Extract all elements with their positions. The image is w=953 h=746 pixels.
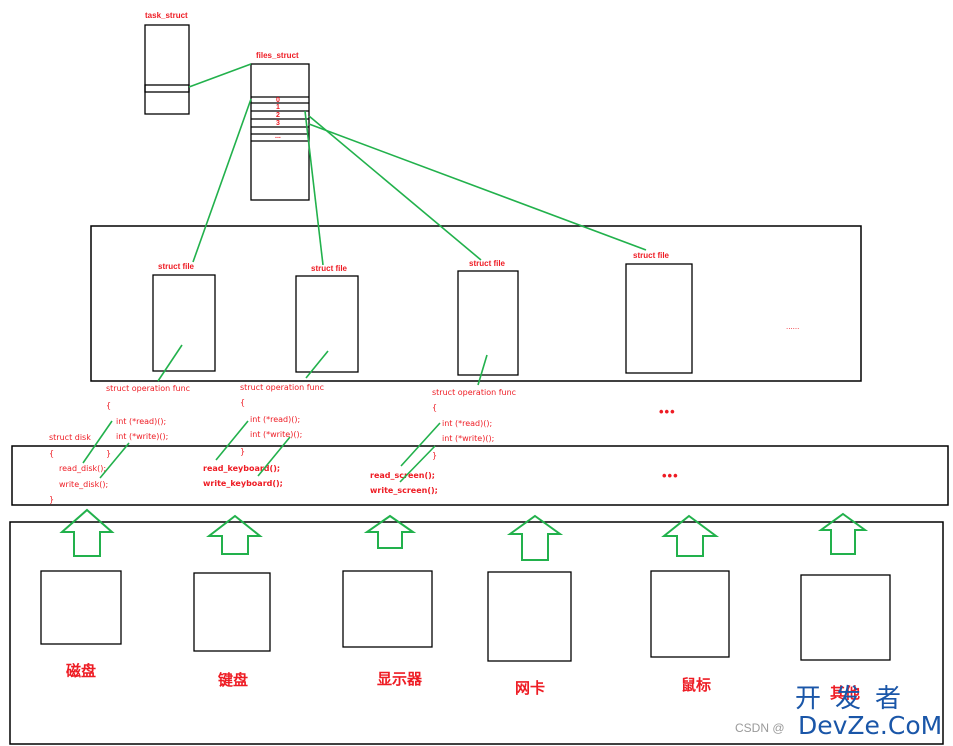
fd-index-0: 0 — [276, 97, 280, 104]
ops-read: int (*read)(); — [442, 419, 492, 428]
device-box-nic — [487, 571, 572, 662]
ops-close-brace: } — [432, 451, 437, 460]
device-box-keyboard — [193, 572, 271, 652]
ops-close-brace: } — [240, 447, 245, 456]
ops-title: struct operation func — [432, 388, 516, 397]
device-label-screen: 显示器 — [377, 671, 423, 688]
driver-more-dots: ••• — [662, 468, 679, 483]
ops-open-brace: { — [240, 398, 245, 407]
ops-title: struct operation func — [240, 383, 324, 392]
pointer-fd-to-file-2 — [304, 110, 324, 266]
ops-more-dots: ••• — [659, 404, 676, 419]
ops-close-brace: } — [106, 449, 111, 458]
pointer-file1-to-ops — [157, 344, 183, 382]
files-struct-label: files_struct — [256, 51, 299, 60]
up-arrow-mouse — [661, 514, 720, 557]
files-struct-box — [250, 63, 310, 201]
driver-write: write_disk(); — [59, 480, 108, 489]
struct-file-label-3: struct file — [469, 259, 506, 268]
fd-array — [251, 96, 309, 142]
ops-write: int (*write)(); — [116, 432, 168, 441]
driver-title: struct disk — [49, 433, 91, 442]
watermark-line2: DevZe.CoM — [798, 711, 942, 740]
struct-file-container — [90, 225, 862, 382]
pointer-lines — [82, 63, 647, 483]
keyboard-driver: read_keyboard(); write_keyboard(); — [203, 464, 283, 488]
struct-file-box-4 — [625, 263, 693, 374]
device-label-mouse: 鼠标 — [681, 676, 711, 694]
pointer-fd-to-file-3 — [308, 115, 482, 261]
device-box-other — [800, 574, 891, 661]
disk-driver: struct disk { read_disk(); write_disk();… — [49, 433, 108, 504]
up-arrow-disk — [59, 508, 115, 557]
struct-file-label-2: struct file — [311, 264, 348, 273]
pointer-fd-to-file-1 — [192, 98, 252, 263]
pointer-ops3-write-to-screen — [399, 445, 436, 483]
driver-close-brace: } — [49, 495, 54, 504]
watermark: CSDN @ 开发者 DevZe.CoM — [735, 684, 942, 740]
struct-file-more: ...... — [786, 322, 799, 331]
driver-write: write_keyboard(); — [203, 479, 283, 488]
screen-driver: read_screen(); write_screen(); — [370, 471, 438, 495]
driver-read: read_disk(); — [59, 464, 106, 473]
device-box-screen — [342, 570, 433, 648]
ops-read: int (*read)(); — [250, 415, 300, 424]
hardware-container — [9, 521, 944, 745]
driver-container — [11, 445, 949, 506]
device-label-keyboard: 键盘 — [217, 671, 248, 689]
struct-file-label-1: struct file — [158, 262, 195, 271]
task-struct-files-field — [144, 84, 190, 93]
device-label-disk: 磁盘 — [66, 662, 96, 680]
pointer-ops3-read-to-screen — [400, 422, 441, 467]
struct-file-box-2 — [295, 275, 359, 373]
driver-read: read_screen(); — [370, 471, 435, 480]
fd-index-more: ... — [275, 133, 281, 140]
up-arrow-screen — [363, 514, 417, 549]
pointer-ops1-read-to-disk — [82, 420, 113, 464]
fd-index-1: 1 — [276, 104, 280, 111]
struct-file-box-1 — [152, 274, 216, 372]
ops-title: struct operation func — [106, 384, 190, 393]
watermark-line1: 开发者 — [795, 684, 915, 714]
driver-read: read_keyboard(); — [203, 464, 280, 473]
pointer-fd-to-file-4 — [308, 123, 647, 251]
pointer-ops2-read-to-kbd — [215, 420, 249, 461]
ops-struct-3: struct operation func { int (*read)(); i… — [432, 388, 516, 460]
struct-file-label-4: struct file — [633, 251, 670, 260]
watermark-csdn: CSDN @ — [735, 721, 785, 735]
driver-write: write_screen(); — [370, 486, 438, 495]
pointer-file2-to-ops — [305, 350, 329, 379]
struct-file-box-3 — [457, 270, 519, 376]
device-box-mouse — [650, 570, 730, 658]
up-arrow-other — [817, 512, 869, 555]
ops-struct-2: struct operation func { int (*read)(); i… — [240, 383, 324, 456]
ops-open-brace: { — [432, 403, 437, 412]
device-label-other: 其他 — [830, 684, 860, 702]
device-box-disk — [40, 570, 122, 645]
pointer-ops2-write-to-kbd — [257, 436, 291, 477]
ops-open-brace: { — [106, 401, 111, 410]
ops-read: int (*read)(); — [116, 417, 166, 426]
task-struct-label: task_struct — [145, 11, 188, 20]
pointer-ops1-write-to-disk — [99, 442, 130, 479]
ops-write: int (*write)(); — [442, 434, 494, 443]
fd-index-3: 3 — [276, 120, 280, 127]
ops-struct-1: struct operation func { int (*read)(); i… — [106, 384, 190, 458]
up-arrows — [59, 508, 869, 561]
pointer-file3-to-ops — [477, 354, 488, 386]
task-struct-box — [144, 24, 190, 115]
up-arrow-keyboard — [206, 514, 263, 555]
fd-index-2: 2 — [276, 112, 280, 119]
driver-open-brace: { — [49, 449, 54, 458]
device-label-nic: 网卡 — [515, 679, 545, 697]
up-arrow-nic — [506, 514, 564, 561]
pointer-task-to-files — [188, 63, 252, 88]
ops-write: int (*write)(); — [250, 430, 302, 439]
